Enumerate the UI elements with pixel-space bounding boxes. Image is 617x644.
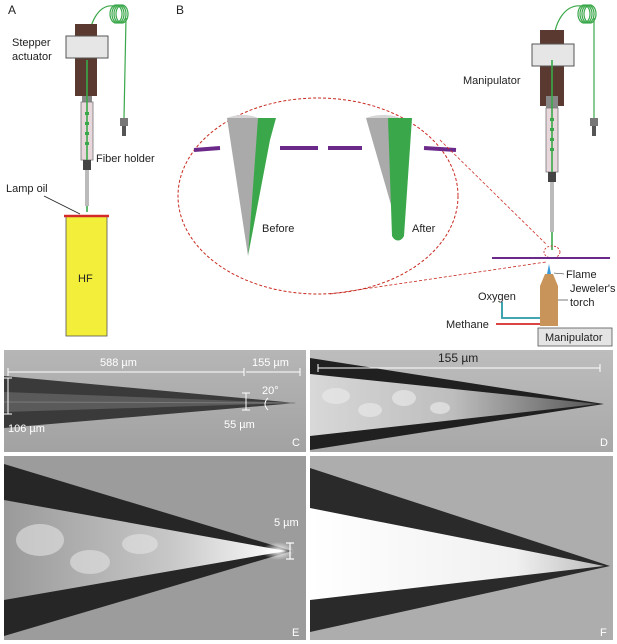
oxygen-line bbox=[501, 302, 540, 319]
panel-e-label: E bbox=[292, 627, 299, 639]
stepper-label-1: Stepper bbox=[12, 37, 51, 49]
after-label: After bbox=[412, 223, 436, 235]
actuator-clamp bbox=[65, 35, 109, 59]
fiber-holder-label: Fiber holder bbox=[96, 153, 155, 165]
manipulator-top-label: Manipulator bbox=[463, 75, 521, 87]
manipulator-box bbox=[537, 327, 613, 347]
stepper-label-2: actuator bbox=[12, 51, 52, 63]
oil-level-dashes bbox=[193, 146, 457, 152]
after-tip bbox=[366, 115, 412, 241]
hf-container bbox=[65, 215, 108, 337]
panel-f: F bbox=[310, 456, 613, 640]
panel-a: A Stepper actuator Fiber holder Lamp oil bbox=[6, 3, 155, 337]
panel-d-label: D bbox=[600, 437, 608, 449]
panel-d: 155 µm D bbox=[310, 350, 613, 452]
torch-label-1: Jeweler's bbox=[570, 283, 616, 295]
lamp-oil-label: Lamp oil bbox=[6, 183, 48, 195]
panel-b-label: B bbox=[176, 3, 184, 17]
fiber-connector bbox=[120, 118, 128, 126]
before-tip bbox=[227, 115, 276, 256]
manipulator-box-label: Manipulator bbox=[545, 332, 603, 344]
panel-c-label: C bbox=[292, 437, 300, 449]
e-tip: 5 µm bbox=[274, 517, 299, 529]
torch-label-2: torch bbox=[570, 297, 594, 309]
oxygen-label: Oxygen bbox=[478, 291, 516, 303]
panel-c: 588 µm 155 µm 106 µm 55 µm 20° C bbox=[3, 350, 306, 452]
methane-label: Methane bbox=[446, 319, 489, 331]
flame-label: Flame bbox=[566, 269, 597, 281]
panel-b: B Before After bbox=[176, 3, 616, 347]
panel-f-label: F bbox=[600, 627, 607, 639]
c-width1: 106 µm bbox=[8, 423, 45, 435]
c-len2: 155 µm bbox=[252, 357, 289, 369]
flame bbox=[547, 264, 551, 274]
panel-a-label: A bbox=[8, 3, 16, 17]
zoom-ellipse bbox=[177, 97, 459, 295]
jewelers-torch bbox=[540, 274, 558, 326]
hf-label: HF bbox=[78, 273, 93, 285]
c-len1: 588 µm bbox=[100, 357, 137, 369]
before-label: Before bbox=[262, 223, 294, 235]
d-len: 155 µm bbox=[438, 351, 478, 365]
c-width2: 55 µm bbox=[224, 419, 255, 431]
panel-e: 5 µm E bbox=[4, 456, 306, 640]
stepper-actuator bbox=[75, 24, 97, 96]
c-angle: 20° bbox=[262, 385, 279, 397]
